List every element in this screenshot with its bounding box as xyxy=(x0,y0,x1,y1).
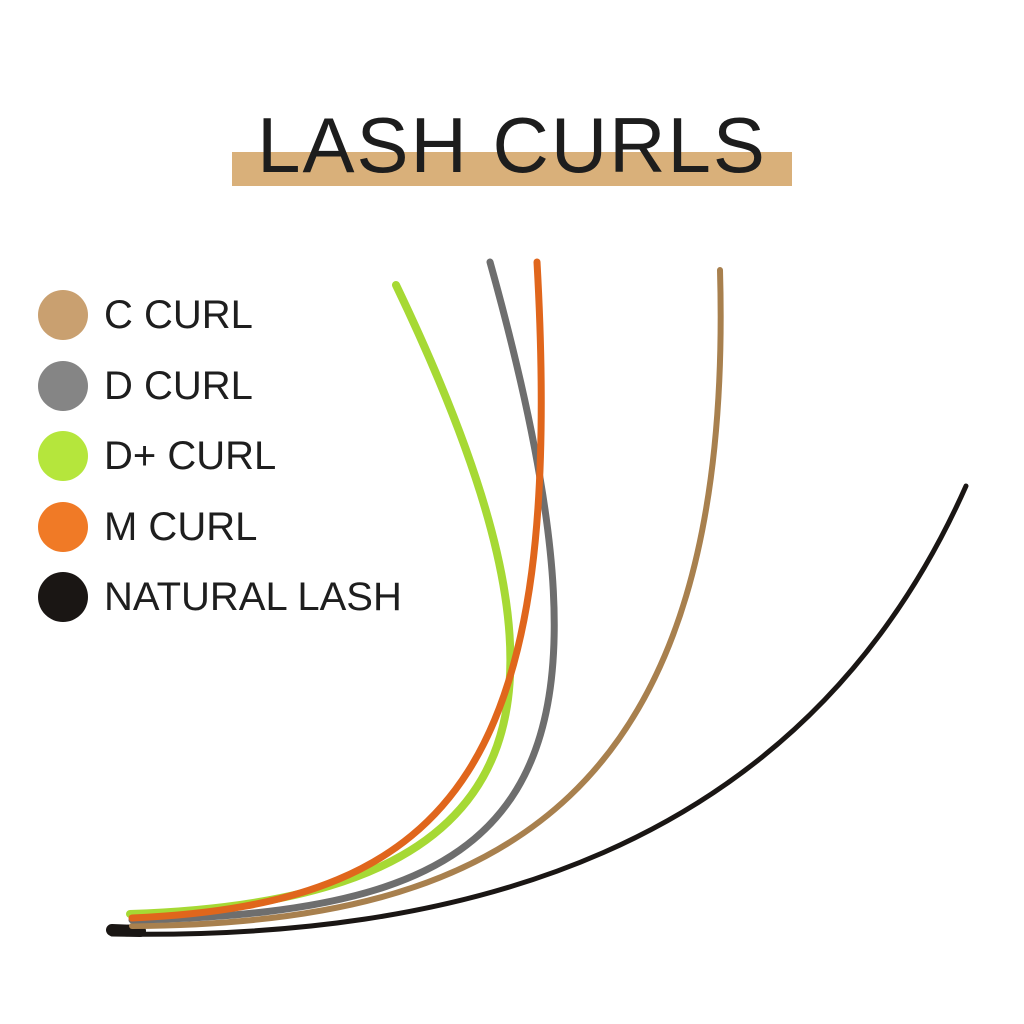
legend-label-natural-lash: NATURAL LASH xyxy=(104,575,402,620)
natural-lash-swatch xyxy=(38,572,88,623)
legend-item-c-curl: C CURL xyxy=(38,280,478,351)
legend-item-natural-lash: NATURAL LASH xyxy=(38,562,478,633)
m-curl-curve xyxy=(128,258,545,922)
page-title: LASH CURLS xyxy=(257,101,767,189)
legend-label-m-curl: M CURL xyxy=(104,504,258,549)
title-highlight-bar xyxy=(232,152,792,186)
legend: C CURL D CURL D+ CURL M CURL NATURAL LAS… xyxy=(38,280,478,633)
natural-lash-base xyxy=(106,924,146,937)
d-curl-swatch xyxy=(38,360,88,411)
legend-label-c-curl: C CURL xyxy=(104,293,253,338)
legend-item-m-curl: M CURL xyxy=(38,492,478,563)
c-curl-curve xyxy=(129,267,724,929)
legend-label-dplus-curl: D+ CURL xyxy=(104,434,277,479)
c-curl-swatch xyxy=(38,290,88,341)
legend-label-d-curl: D CURL xyxy=(104,363,253,408)
m-curl-swatch xyxy=(38,501,88,552)
title-block: LASH CURLS xyxy=(232,100,792,190)
dplus-curl-curve xyxy=(126,281,515,918)
d-curl-curve xyxy=(128,258,558,924)
natural-lash-curve xyxy=(109,483,969,937)
legend-item-d-curl: D CURL xyxy=(38,351,478,422)
dplus-curl-swatch xyxy=(38,431,88,482)
legend-item-dplus-curl: D+ CURL xyxy=(38,421,478,492)
